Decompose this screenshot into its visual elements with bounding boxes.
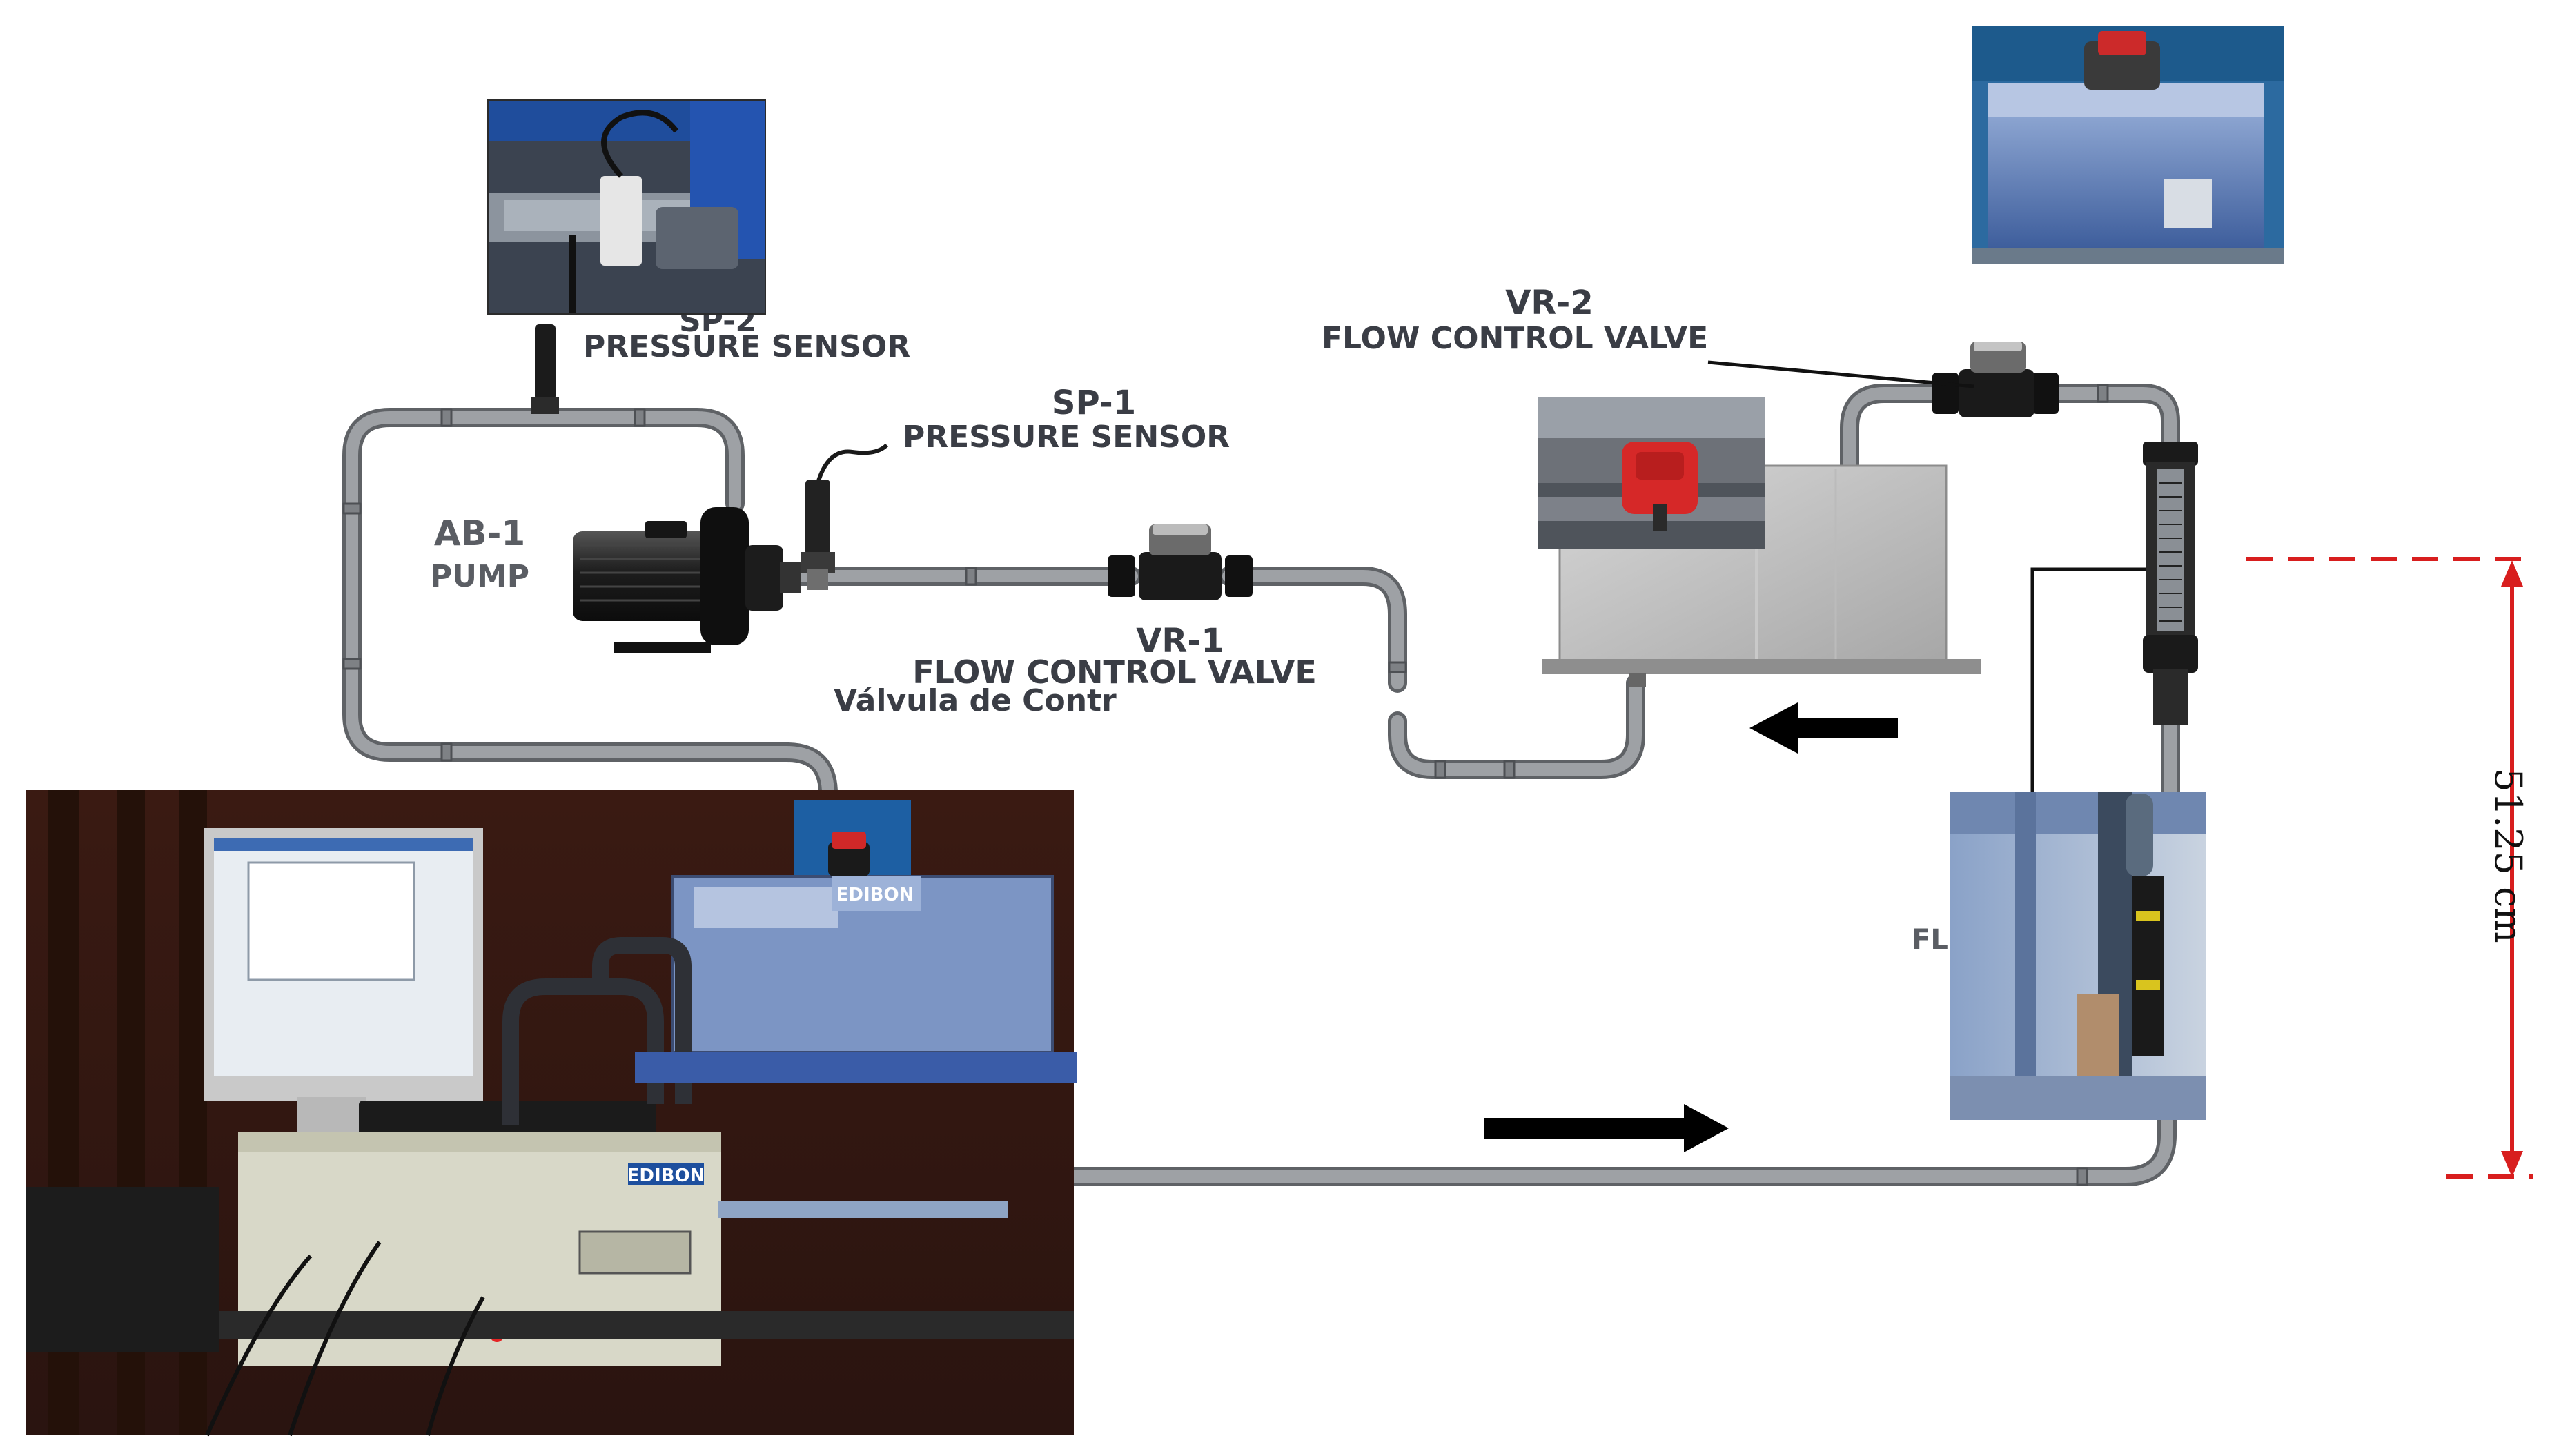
pipe-network	[342, 332, 2180, 1186]
measurement-label: 51.25 cm	[2487, 768, 2530, 943]
flow-arrow-right	[1484, 1104, 1729, 1152]
vr2-label: FLOW CONTROL VALVE	[1322, 321, 1708, 356]
sp1-label: PRESSURE SENSOR	[903, 420, 1230, 455]
sp1-tag: SP-1	[1052, 384, 1136, 422]
vr2-tag: VR-2	[1505, 284, 1593, 322]
sp2-sensor	[531, 324, 559, 414]
flowmeter-tag: FL	[1912, 924, 1948, 956]
equipment-brand: EDIBON	[627, 1165, 705, 1186]
tank-photo	[1972, 26, 2284, 264]
pump-tag: AB-1	[434, 513, 525, 553]
flow-arrow-left	[1749, 702, 1898, 754]
vr2-valve-photo	[1538, 397, 1765, 549]
equipment-photo: EDIBON EDIBON	[26, 790, 1077, 1437]
tank-brand: EDIBON	[836, 885, 914, 905]
vr1-tag: VR-1	[1136, 622, 1224, 660]
flowmeter-photo	[1950, 792, 2206, 1120]
pump-label: PUMP	[430, 559, 529, 594]
vr1-valve	[1108, 524, 1253, 600]
flow-arrows	[1484, 702, 1898, 1152]
sp2-sensor-photo	[487, 99, 766, 315]
vr1-label-es: Válvula de Contr	[834, 683, 1117, 718]
sp1-sensor	[801, 443, 889, 590]
vr2-valve	[1707, 342, 2059, 417]
pump-ab1	[573, 507, 801, 653]
sp2-label: PRESSURE SENSOR	[583, 329, 910, 364]
vr1-label: FLOW CONTROL VALVE	[912, 653, 1317, 691]
labels: SP-2 PRESSURE SENSOR SP-1 PRESSURE SENSO…	[430, 284, 1948, 956]
flowmeter	[2030, 442, 2198, 800]
measurement-dimension: 51.25 cm	[2246, 557, 2533, 1179]
